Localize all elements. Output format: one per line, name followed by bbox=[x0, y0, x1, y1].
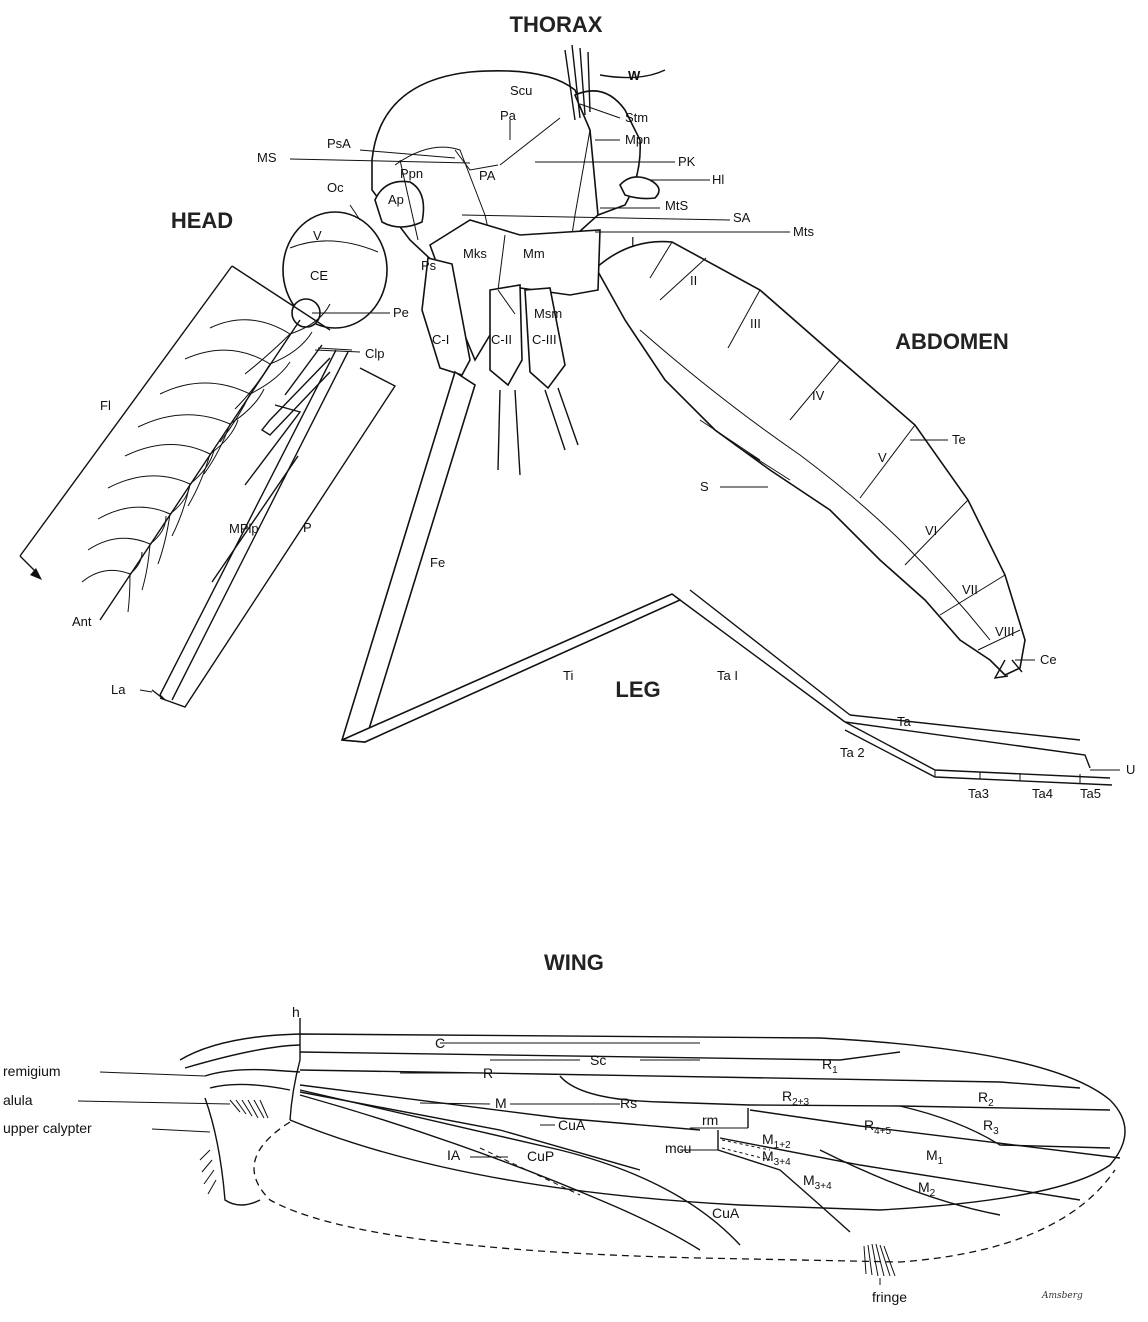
label-ta1: Ta I bbox=[717, 668, 738, 683]
label-segment-v: V bbox=[878, 450, 887, 465]
wing-label-m1: M1 bbox=[926, 1147, 944, 1167]
label-psa: PsA bbox=[327, 136, 351, 151]
label-mks: Mks bbox=[463, 246, 487, 261]
wing-drawing: h C Sc R1 remigium R Rs R2+3 R2 alula M … bbox=[3, 1004, 1125, 1305]
label-clp: Clp bbox=[365, 346, 385, 361]
label-ppn: Ppn bbox=[400, 166, 423, 181]
label-v-head: V bbox=[313, 228, 322, 243]
flagellum-bracket bbox=[20, 266, 232, 574]
wing-label-r1: R1 bbox=[822, 1056, 838, 1076]
title-head: HEAD bbox=[171, 208, 233, 233]
label-c3: C-III bbox=[532, 332, 557, 347]
label-fl: Fl bbox=[100, 398, 111, 413]
label-ta5: Ta5 bbox=[1080, 786, 1101, 801]
label-ta2: Ta 2 bbox=[840, 745, 865, 760]
label-segment-vi: VI bbox=[925, 523, 937, 538]
label-segment-iv: IV bbox=[812, 388, 825, 403]
wing-label-cua-bottom: CuA bbox=[712, 1205, 740, 1221]
label-mts: Mts bbox=[793, 224, 814, 239]
label-mplp: MPlp bbox=[229, 521, 259, 536]
label-pk: PK bbox=[678, 154, 696, 169]
label-w: W bbox=[628, 68, 641, 83]
label-ant: Ant bbox=[72, 614, 92, 629]
label-te: Te bbox=[952, 432, 966, 447]
wing-label-ia: IA bbox=[447, 1147, 461, 1163]
wing-label-c: C bbox=[435, 1035, 445, 1051]
label-stm: Stm bbox=[625, 110, 648, 125]
label-segment-i: I bbox=[631, 234, 635, 249]
wing-label-m: M bbox=[495, 1095, 507, 1111]
label-oc: Oc bbox=[327, 180, 344, 195]
wing-label-r2: R2 bbox=[978, 1089, 994, 1109]
label-pa-upper: PA bbox=[479, 168, 496, 183]
label-la: La bbox=[111, 682, 126, 697]
label-ce: CE bbox=[310, 268, 328, 283]
antenna-whorls bbox=[82, 304, 330, 612]
wing-label-r45: R4+5 bbox=[864, 1117, 892, 1137]
body-drawing: W Scu Stm Pa Mpn PsA MS PK Ppn PA Hl Oc … bbox=[20, 45, 1135, 801]
label-p: P bbox=[303, 520, 312, 535]
wing-label-sc: Sc bbox=[590, 1052, 606, 1068]
abdomen-drawing bbox=[596, 242, 1025, 678]
label-ce-cerci: Ce bbox=[1040, 652, 1057, 667]
label-ms: MS bbox=[257, 150, 277, 165]
wing-label-alula: alula bbox=[3, 1092, 33, 1108]
label-ps: Ps bbox=[421, 258, 437, 273]
label-ta4: Ta4 bbox=[1032, 786, 1053, 801]
title-thorax: THORAX bbox=[510, 12, 603, 37]
wing-label-fringe: fringe bbox=[872, 1289, 907, 1305]
label-msm: Msm bbox=[534, 306, 562, 321]
label-u: U bbox=[1126, 762, 1135, 777]
label-ta3: Ta3 bbox=[968, 786, 989, 801]
label-c2: C-II bbox=[491, 332, 512, 347]
leader-lines bbox=[140, 104, 1120, 770]
label-scu: Scu bbox=[510, 83, 532, 98]
label-c1: C-I bbox=[432, 332, 449, 347]
wing-label-r3: R3 bbox=[983, 1117, 999, 1137]
title-leg: LEG bbox=[615, 677, 660, 702]
wing-label-mcu: mcu bbox=[665, 1140, 691, 1156]
label-fe: Fe bbox=[430, 555, 445, 570]
wing-label-h: h bbox=[292, 1004, 300, 1020]
label-segment-ii: II bbox=[690, 273, 697, 288]
label-ap: Ap bbox=[388, 192, 404, 207]
label-mts-upper: MtS bbox=[665, 198, 688, 213]
title-wing: WING bbox=[544, 950, 604, 975]
label-segment-viii: VIII bbox=[995, 624, 1015, 639]
label-hl: Hl bbox=[712, 172, 724, 187]
wing-label-r: R bbox=[483, 1065, 493, 1081]
wing-label-remigium: remigium bbox=[3, 1063, 61, 1079]
label-mpn: Mpn bbox=[625, 132, 650, 147]
label-segment-iii: III bbox=[750, 316, 761, 331]
label-sa: SA bbox=[733, 210, 751, 225]
label-mm: Mm bbox=[523, 246, 545, 261]
label-ta: Ta bbox=[897, 714, 912, 729]
head-drawing bbox=[100, 212, 387, 700]
wing-label-rm: rm bbox=[702, 1112, 718, 1128]
label-s: S bbox=[700, 479, 709, 494]
wing-label-cup: CuP bbox=[527, 1148, 554, 1164]
wing-label-cua-top: CuA bbox=[558, 1117, 586, 1133]
title-abdomen: ABDOMEN bbox=[895, 329, 1009, 354]
fringe-patch bbox=[864, 1244, 895, 1276]
label-pa: Pa bbox=[500, 108, 517, 123]
label-ti: Ti bbox=[563, 668, 573, 683]
flagellum-arrow-icon bbox=[30, 568, 42, 580]
wing-label-upper-calypter: upper calypter bbox=[3, 1120, 92, 1136]
wing-label-m34b: M3+4 bbox=[803, 1172, 832, 1192]
proboscis-bracket bbox=[160, 368, 395, 707]
label-pe: Pe bbox=[393, 305, 409, 320]
artist-signature: Amsberg bbox=[1041, 1291, 1083, 1301]
label-segment-vii: VII bbox=[962, 582, 978, 597]
wing-label-rs: Rs bbox=[620, 1095, 637, 1111]
